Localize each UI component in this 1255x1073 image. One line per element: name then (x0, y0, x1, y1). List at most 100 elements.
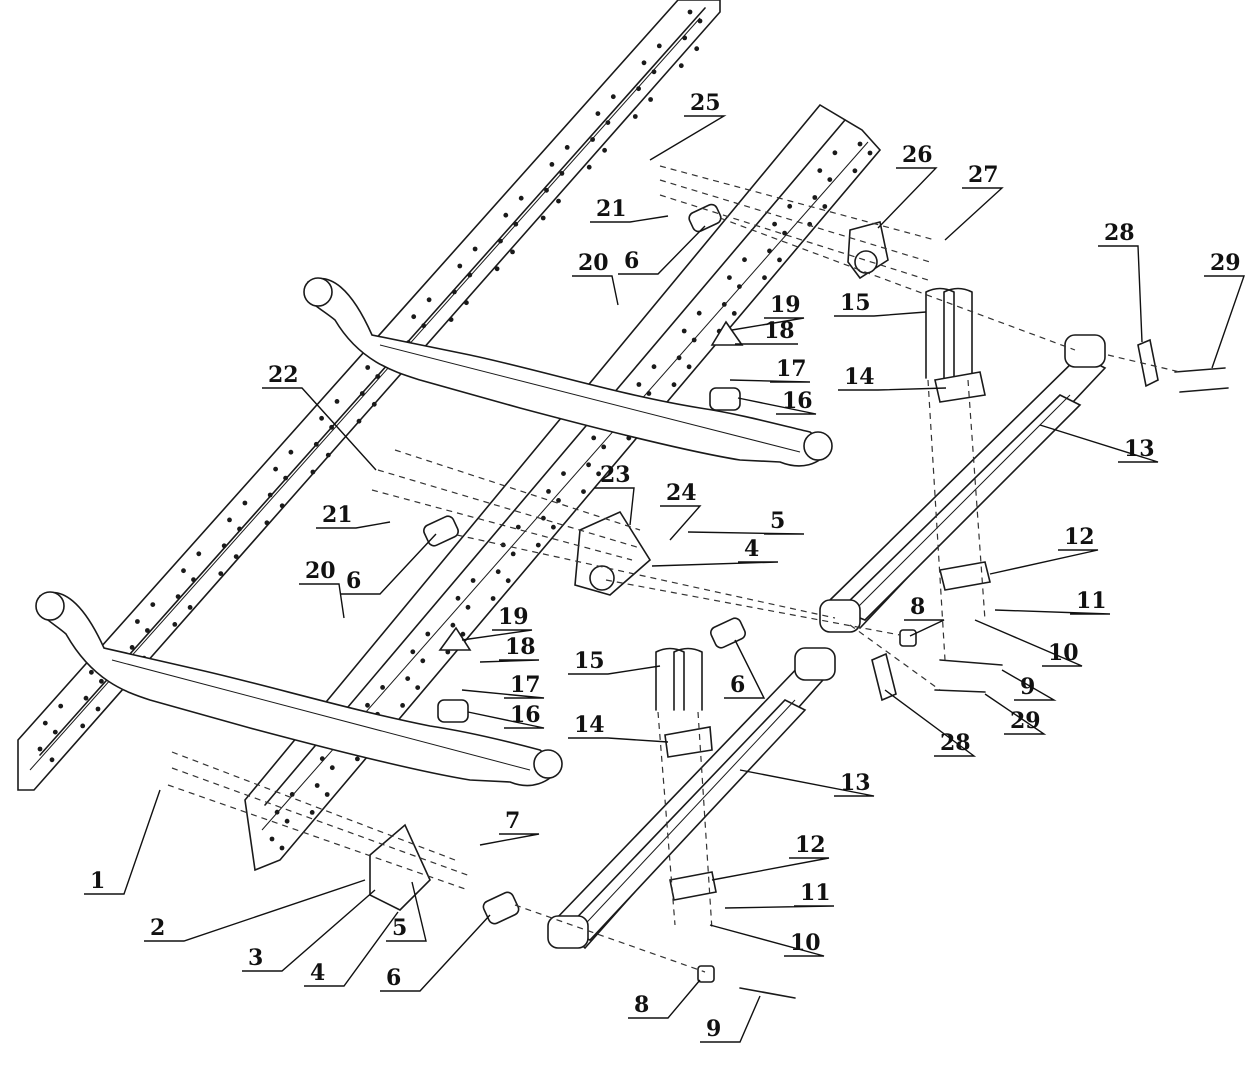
rail-hole (405, 676, 411, 681)
rail-hole (686, 364, 692, 370)
callout-leader (984, 693, 1047, 735)
rail-hole (777, 257, 782, 263)
callout-c7: 7 (505, 808, 520, 834)
rail-hole (218, 571, 224, 576)
rail-hole (187, 605, 193, 610)
rail-hole (852, 168, 858, 174)
callout-c9a: 9 (1020, 674, 1035, 700)
callout-leader (711, 857, 830, 881)
callout-c19b: 19 (498, 604, 529, 630)
rail-hole (498, 238, 503, 244)
callout-c19a: 19 (770, 292, 801, 318)
leaf-spring-front (547, 647, 836, 950)
callout-leader (649, 115, 727, 161)
rail-hole (590, 137, 595, 142)
rail-hole (455, 595, 461, 601)
rail-hole (289, 792, 295, 797)
rail-hole (324, 792, 330, 797)
rail-hole (269, 836, 275, 842)
rail-hole (510, 249, 515, 255)
clamp-plates (669, 561, 991, 901)
rail-hole (380, 685, 385, 690)
rail-hole (80, 723, 86, 729)
rail-hole (175, 594, 181, 599)
callout-leader (316, 521, 391, 529)
callout-leader (877, 167, 938, 229)
callout-leader (461, 629, 533, 641)
rail-hole (355, 756, 360, 762)
callout-c11b: 11 (800, 880, 831, 906)
callout-leader (299, 583, 345, 619)
rail-hole (556, 198, 561, 204)
rail-hole (242, 500, 248, 506)
callout-leader (461, 689, 545, 699)
rail-hole (822, 204, 828, 209)
axle-beam-front (35, 591, 563, 787)
rail-hole (450, 622, 456, 628)
callout-c21b: 21 (322, 502, 353, 528)
callout-c28a: 28 (1104, 220, 1135, 246)
rail-hole (99, 678, 104, 684)
rail-hole (237, 526, 242, 532)
rail-hole (681, 328, 687, 334)
rail-hole (129, 645, 135, 650)
rail-hole (696, 310, 702, 316)
rail-hole (288, 449, 294, 455)
rail-hole (636, 86, 641, 92)
rail-hole (518, 195, 524, 201)
rail-hole (651, 69, 657, 75)
rail-hole (470, 578, 476, 583)
callout-c24: 24 (666, 480, 697, 506)
callout-c10b: 10 (790, 930, 821, 956)
rail-hole (676, 355, 682, 361)
rail-hole (172, 622, 178, 627)
callout-c22: 22 (268, 362, 299, 388)
rail-hole (546, 489, 551, 494)
rail-hole (319, 415, 324, 421)
callout-c14a: 14 (844, 364, 875, 390)
rail-hole (691, 337, 697, 343)
callout-c6c: 6 (730, 672, 745, 698)
rail-hole (782, 230, 787, 236)
rail-hole (731, 311, 737, 316)
rail-hole (857, 141, 863, 147)
rail-hole (581, 489, 586, 494)
callout-leader (904, 619, 945, 637)
rail-hole (329, 424, 334, 430)
rail-hole (359, 391, 365, 396)
callout-leader (572, 275, 619, 306)
rail-hole (83, 695, 89, 701)
rail-hole (513, 221, 519, 227)
callout-c9b: 9 (706, 1016, 721, 1042)
callout-c23: 23 (600, 462, 631, 488)
rail-hole (721, 302, 727, 307)
rail-hole (448, 317, 454, 322)
callout-leader (834, 311, 927, 317)
callout-c4a: 4 (744, 536, 759, 562)
rail-hole (510, 551, 516, 557)
rail-hole (356, 418, 362, 424)
callout-leader (724, 905, 835, 909)
rail-hole (196, 551, 202, 557)
callout-c20a: 20 (578, 250, 609, 276)
rail-hole (727, 275, 732, 280)
pins-and-bolts (739, 367, 1229, 999)
callout-leader (737, 397, 817, 415)
rail-hole (472, 246, 478, 252)
rail-hole (457, 263, 463, 269)
rail-hole (426, 297, 432, 303)
callout-c17a: 17 (776, 356, 807, 382)
rail-hole (420, 658, 426, 664)
callout-c6d: 6 (386, 965, 401, 991)
callout-leader (651, 561, 779, 567)
rail-hole (503, 212, 509, 218)
callout-c17b: 17 (510, 672, 541, 698)
callout-leader (731, 317, 805, 331)
rail-hole (371, 401, 377, 407)
callout-leader (660, 505, 702, 541)
rail-hole (279, 503, 285, 509)
callout-c16b: 16 (510, 702, 541, 728)
rail-hole (314, 783, 320, 788)
rail-hole (365, 702, 370, 708)
callout-c11a: 11 (1076, 588, 1107, 614)
